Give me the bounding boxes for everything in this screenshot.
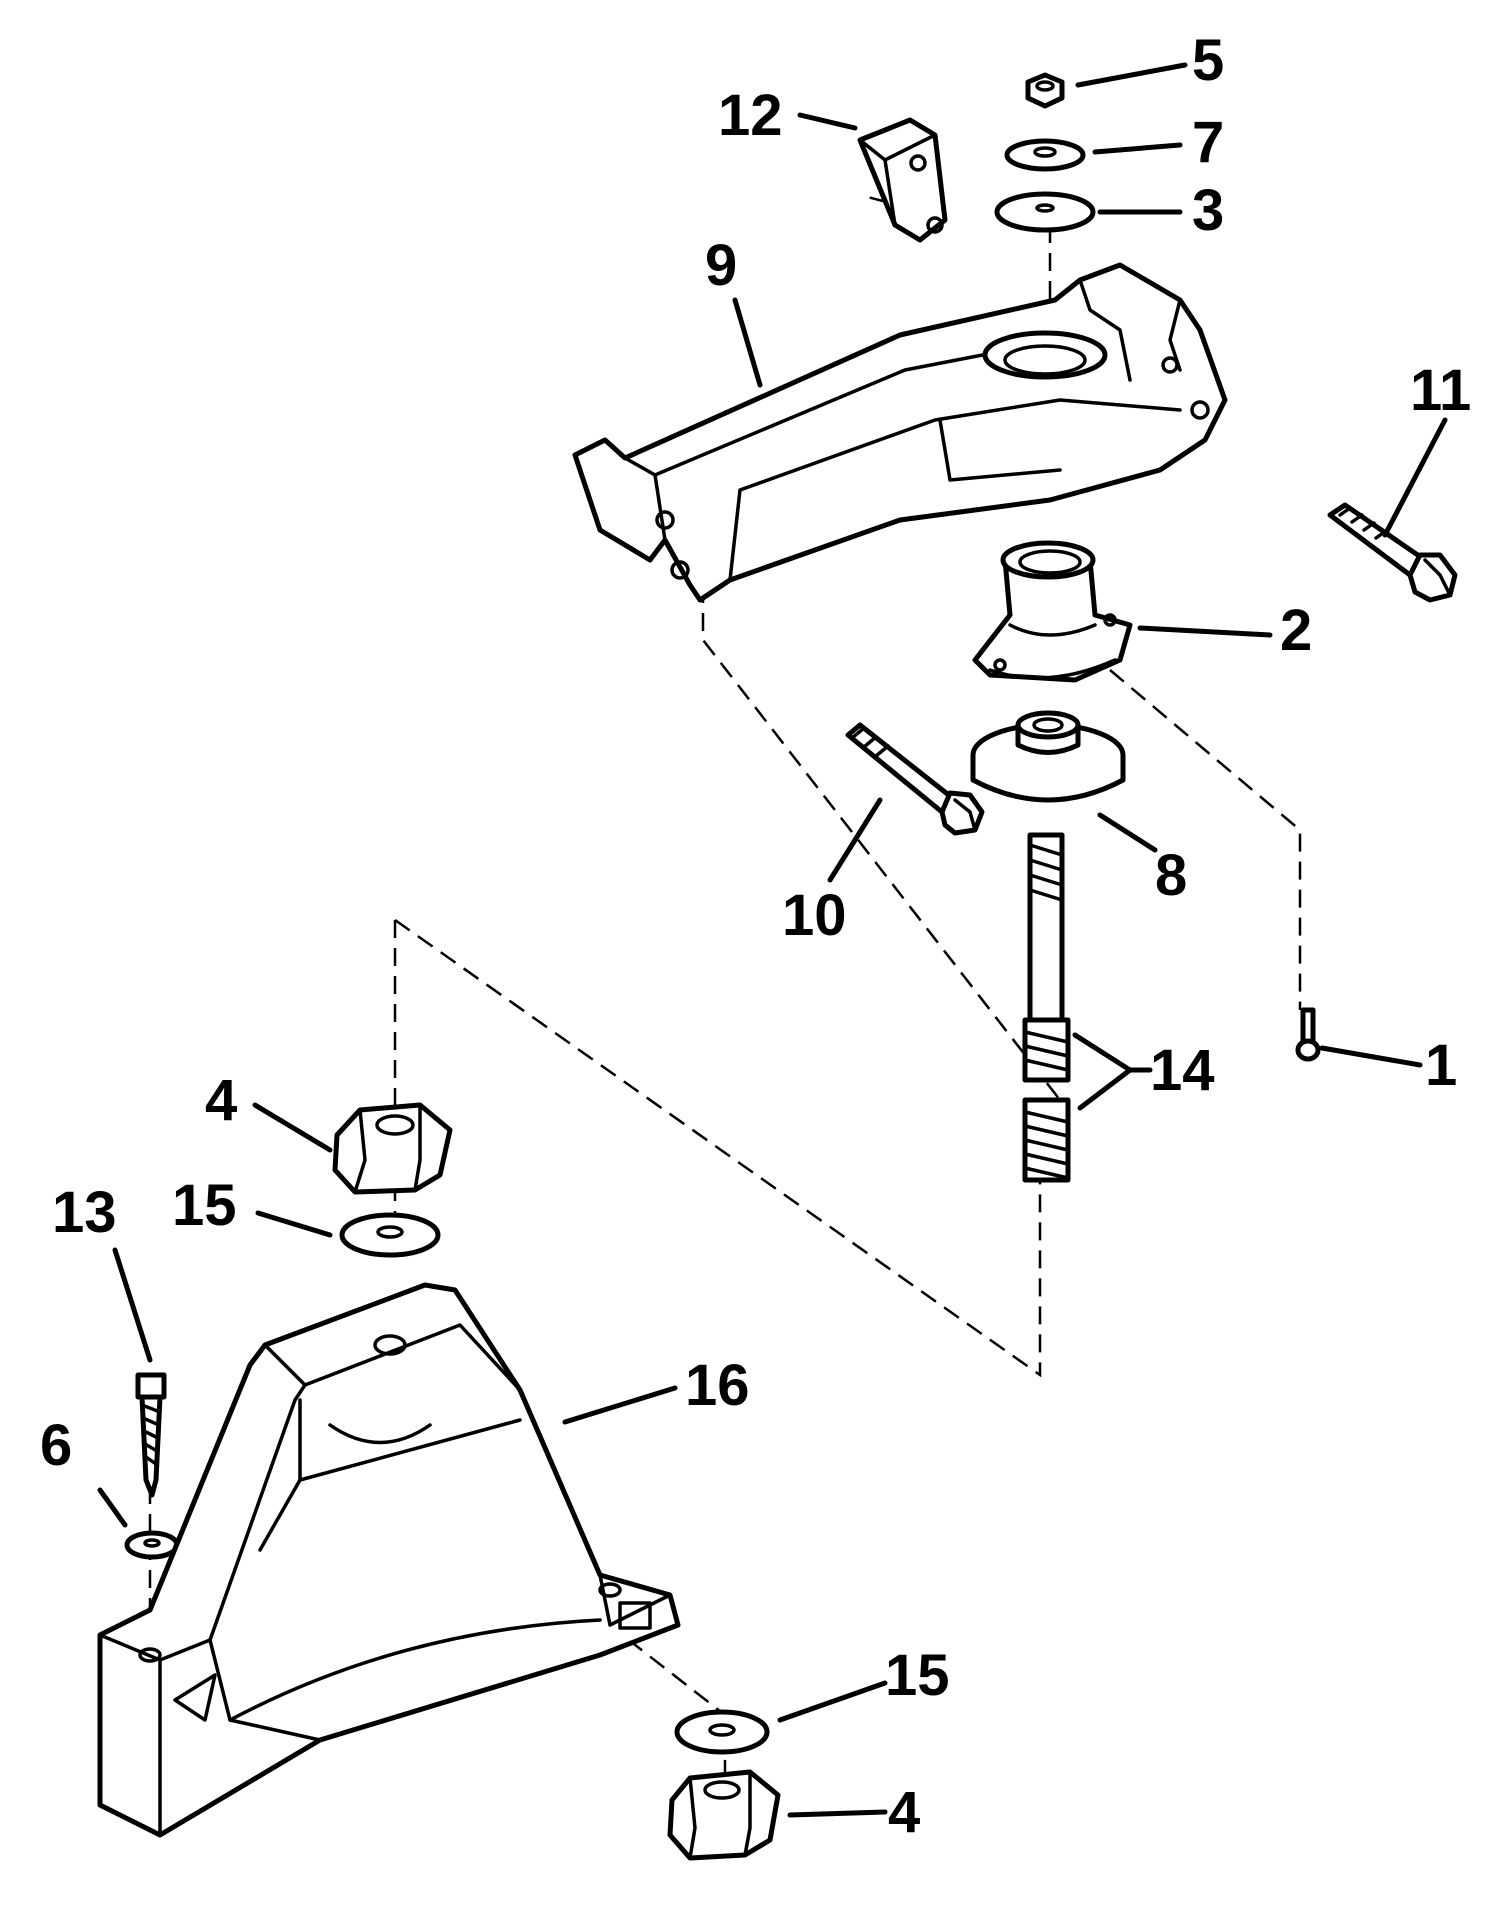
washer-15-upper bbox=[339, 1212, 441, 1258]
hex-nut-4-lower bbox=[667, 1769, 781, 1861]
callout-1: 1 bbox=[1425, 1033, 1457, 1098]
callout-15-upper: 15 bbox=[172, 1173, 237, 1238]
callout-16: 16 bbox=[685, 1353, 750, 1418]
callout-12: 12 bbox=[718, 83, 783, 148]
callout-3: 3 bbox=[1192, 178, 1224, 243]
bolt-11 bbox=[1327, 502, 1458, 603]
washer-15-lower bbox=[674, 1709, 770, 1755]
lag-screw-13 bbox=[135, 1372, 167, 1498]
screw-1 bbox=[1295, 1007, 1321, 1062]
leader-lines bbox=[97, 62, 1448, 1818]
callout-6: 6 bbox=[40, 1413, 72, 1478]
washer-7 bbox=[1004, 138, 1086, 172]
callout-10: 10 bbox=[782, 883, 847, 948]
callout-4-lower: 4 bbox=[888, 1780, 920, 1845]
callout-7: 7 bbox=[1192, 110, 1224, 175]
rubber-mount-2 bbox=[972, 540, 1133, 683]
swivel-arm-9 bbox=[572, 262, 1228, 603]
callout-4-upper: 4 bbox=[205, 1068, 237, 1133]
studs-14 bbox=[1022, 832, 1071, 1183]
callout-labels: 5 7 3 12 9 11 2 10 8 1 14 4 15 13 16 6 1… bbox=[40, 28, 1471, 1845]
bracket-12 bbox=[857, 117, 948, 243]
callout-15-lower: 15 bbox=[885, 1643, 950, 1708]
callout-14: 14 bbox=[1150, 1038, 1215, 1103]
washer-3 bbox=[994, 191, 1096, 233]
cushion-8 bbox=[970, 710, 1126, 803]
base-bracket-16 bbox=[97, 1282, 681, 1838]
bolt-10 bbox=[845, 722, 985, 836]
callout-11: 11 bbox=[1410, 358, 1471, 423]
callout-2: 2 bbox=[1280, 598, 1312, 663]
washer-6 bbox=[124, 1530, 180, 1560]
callout-8: 8 bbox=[1155, 843, 1187, 908]
callout-9: 9 bbox=[705, 233, 737, 298]
callout-13: 13 bbox=[52, 1180, 117, 1245]
hex-nut-5 bbox=[1025, 72, 1065, 109]
callout-5: 5 bbox=[1192, 28, 1224, 93]
hex-nut-4-upper bbox=[332, 1102, 453, 1195]
